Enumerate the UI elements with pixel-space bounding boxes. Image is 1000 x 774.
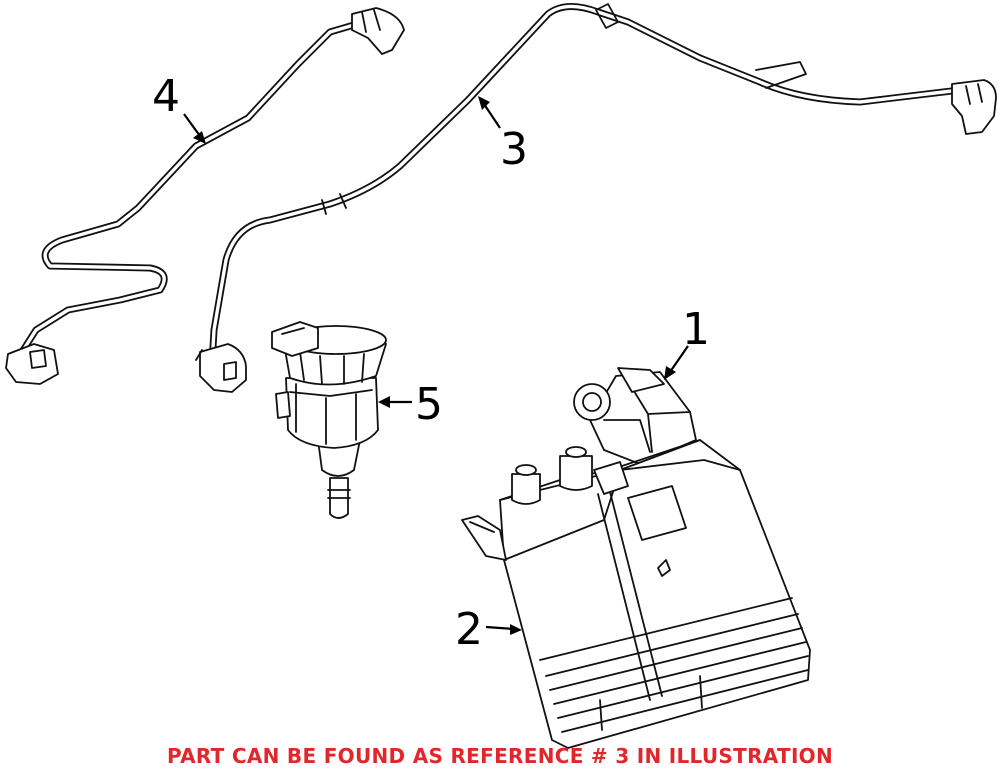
part-2-charcoal-canister — [461, 439, 811, 749]
callout-3: 3 — [500, 124, 528, 175]
leader-arrow-4 — [183, 113, 206, 144]
leader-arrow-5 — [378, 396, 412, 408]
callout-2: 2 — [455, 604, 483, 655]
callout-4: 4 — [152, 71, 180, 122]
leader-arrow-3 — [478, 96, 501, 129]
part-3-vapor-hose — [195, 3, 997, 393]
part-5-purge-valve — [271, 321, 387, 519]
reference-note: PART CAN BE FOUND AS REFERENCE # 3 IN IL… — [166, 744, 834, 768]
leader-arrow-1 — [664, 345, 689, 380]
callout-1: 1 — [682, 304, 710, 355]
part-4-purge-hose — [5, 7, 405, 385]
callout-5: 5 — [415, 379, 443, 430]
leader-arrow-2 — [485, 624, 522, 635]
